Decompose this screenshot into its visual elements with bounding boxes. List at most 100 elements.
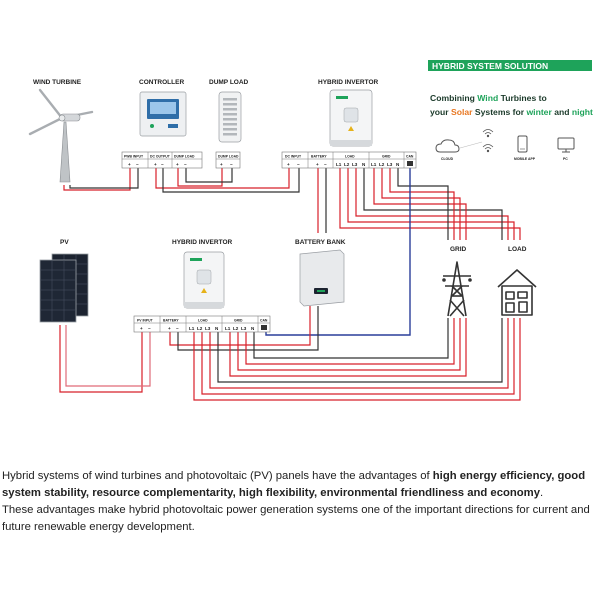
promo-line-2-a: your xyxy=(430,107,451,117)
pv-label: PV xyxy=(60,239,69,246)
promo-header: HYBRID SYSTEM SOLUTION xyxy=(432,61,548,71)
battery-bank-body xyxy=(299,249,345,307)
pv-panel-front xyxy=(39,259,77,323)
terminal-minus: − xyxy=(324,162,327,167)
dump-load-terminal-strip: DUMP LOAD + − xyxy=(215,151,241,169)
wifi-signal-icon xyxy=(482,129,494,153)
wiring xyxy=(59,168,521,401)
mobile-phone-icon xyxy=(517,135,528,153)
turbine-blade-left xyxy=(28,116,64,136)
terminal-l2: L2 xyxy=(344,162,350,167)
bottom-term-load: LOAD xyxy=(198,319,208,323)
battery-display-led xyxy=(317,290,325,292)
terminal-plus: + xyxy=(176,162,179,167)
wire-dumpload-red xyxy=(177,168,223,187)
wire-top-g3 xyxy=(389,168,455,240)
promo-line-2: your Solar Systems for winter and night xyxy=(430,107,593,117)
wire-top-g1 xyxy=(373,168,467,240)
wire-top-n xyxy=(363,168,503,240)
cloud-icon xyxy=(435,139,460,153)
pc-label: PC xyxy=(563,157,568,161)
controller-screen-inner xyxy=(150,102,176,114)
top-term-battery: BATTERY xyxy=(311,155,327,159)
caption-p1-bold: high energy efficiency, good system stab… xyxy=(2,470,586,499)
hybrid-system-diagram: WIND TURBINE CONTROLLER DUMP LOAD HYBRID… xyxy=(28,60,593,401)
controller-badge xyxy=(168,124,178,128)
wire-pv-red xyxy=(59,325,143,393)
invertor-bottom-stripe xyxy=(184,302,224,308)
terminal-n: N xyxy=(215,326,219,331)
caption-paragraph-1: Hybrid systems of wind turbines and phot… xyxy=(2,468,594,502)
controller: CONTROLLER xyxy=(139,79,187,137)
terminal-minus: − xyxy=(297,162,300,167)
wire-top-l1 xyxy=(339,168,521,240)
invertor-bottom-logo xyxy=(190,258,202,261)
wire-turbine-controller-black xyxy=(69,168,139,189)
turbine-blade-up xyxy=(38,88,64,120)
top-term-dcinput: DC INPUT xyxy=(285,155,302,159)
terminal-l2: L2 xyxy=(197,326,203,331)
wire-bot-g3 xyxy=(245,318,455,365)
grid: GRID xyxy=(442,246,472,317)
promo-line-1: Combining Wind Turbines to xyxy=(430,93,547,103)
hybrid-invertor-bottom-label: HYBRID INVERTOR xyxy=(172,239,232,246)
terminal-n: N xyxy=(251,326,255,331)
wire-top-l2 xyxy=(347,168,515,240)
dump-load-label: DUMP LOAD xyxy=(209,79,249,86)
wire-bot-l1 xyxy=(193,318,521,401)
terminal-l1: L1 xyxy=(336,162,342,167)
dump-load-term: DUMP LOAD xyxy=(218,155,239,159)
hybrid-invertor-top-label: HYBRID INVERTOR xyxy=(318,79,378,86)
turbine-hub xyxy=(58,114,66,122)
wire-top-g2 xyxy=(381,168,461,240)
bottom-invertor-terminal-strip: PV INPUT BATTERY LOAD GRID CAN + − + − L… xyxy=(133,315,271,333)
house-icon xyxy=(497,269,537,316)
invertor-top-stripe xyxy=(330,140,372,146)
invertor-bottom-warning-icon xyxy=(201,288,207,293)
controller-term-pwb: PWB INPUT xyxy=(124,155,144,159)
bottom-term-pvinput: PV INPUT xyxy=(137,319,154,323)
wind-turbine-label: WIND TURBINE xyxy=(33,79,82,86)
wire-bottom-battery-red xyxy=(169,306,311,346)
terminal-l3: L3 xyxy=(241,326,247,331)
terminal-minus: − xyxy=(184,162,187,167)
hybrid-invertor-bottom: HYBRID INVERTOR xyxy=(172,239,232,309)
battery-bank-label: BATTERY BANK xyxy=(295,239,346,246)
controller-term-dump: DUMP LOAD xyxy=(174,155,195,159)
promo-line-2-c: Systems for xyxy=(473,107,527,117)
wire-bot-l2 xyxy=(201,318,515,395)
promo-panel: HYBRID SYSTEM SOLUTION Combining Wind Tu… xyxy=(428,60,593,161)
transmission-tower-icon xyxy=(442,261,472,317)
promo-header-bar xyxy=(428,60,592,71)
terminal-n: N xyxy=(362,162,366,167)
terminal-minus: − xyxy=(161,162,164,167)
promo-line-2-b: Solar xyxy=(451,107,473,117)
terminal-minus: − xyxy=(230,162,233,167)
promo-line-1-a: Combining xyxy=(430,93,477,103)
caption-p1-end: . xyxy=(540,487,544,499)
invertor-top-display xyxy=(343,107,359,123)
wire-bot-g1 xyxy=(229,318,467,377)
load-label: LOAD xyxy=(508,246,527,253)
terminal-l3: L3 xyxy=(352,162,358,167)
terminal-n: N xyxy=(396,162,400,167)
grid-label: GRID xyxy=(450,246,467,253)
caption-p1-text: Hybrid systems of wind turbines and phot… xyxy=(2,470,433,482)
terminal-l2: L2 xyxy=(233,326,239,331)
terminal-l3: L3 xyxy=(205,326,211,331)
pv-array: PV xyxy=(39,239,89,323)
caption: Hybrid systems of wind turbines and phot… xyxy=(2,468,594,536)
invertor-top-logo xyxy=(336,96,348,99)
terminal-plus: + xyxy=(287,162,290,167)
terminal-plus: + xyxy=(220,162,223,167)
pc-monitor-icon xyxy=(557,137,575,150)
terminal-plus: + xyxy=(154,162,157,167)
terminal-plus: + xyxy=(140,326,143,331)
promo-line-2-f: night xyxy=(572,107,593,117)
terminal-minus: − xyxy=(148,326,151,331)
terminal-l3: L3 xyxy=(387,162,393,167)
wire-bottom-battery-black xyxy=(177,306,319,351)
dump-load: DUMP LOAD xyxy=(209,79,249,143)
wire-bot-gn xyxy=(253,318,449,359)
wire-top-l3 xyxy=(355,168,509,240)
